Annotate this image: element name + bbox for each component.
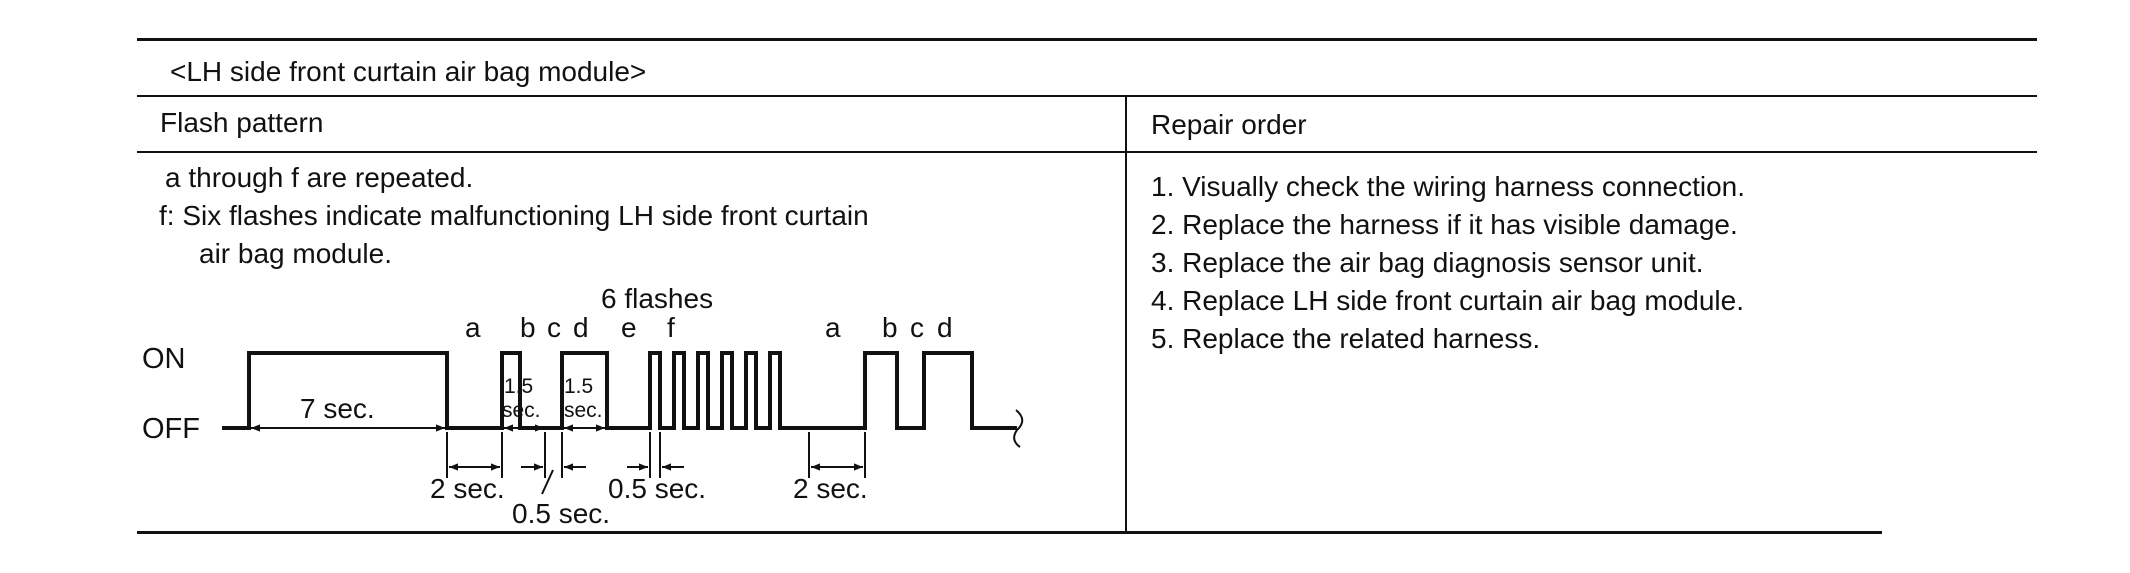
repair-order-list: 1. Visually check the wiring harness con… <box>1151 168 1745 358</box>
off-label: OFF <box>142 413 200 445</box>
table-title: <LH side front curtain air bag module> <box>170 56 647 87</box>
letter-e: e <box>621 312 637 343</box>
flash-description-line1: a through f are repeated. <box>165 162 474 193</box>
letter-a-repeat: a <box>825 312 841 343</box>
repair-step: 4. Replace LH side front curtain air bag… <box>1151 285 1744 316</box>
signal-waveform <box>222 351 1017 430</box>
letter-b: b <box>520 312 536 343</box>
flash-description-line3: air bag module. <box>199 238 393 269</box>
seven-sec-label: 7 sec. <box>300 393 375 424</box>
repair-step: 3. Replace the air bag diagnosis sensor … <box>1151 247 1704 278</box>
letter-c: c <box>547 312 561 343</box>
b-duration-bottom: sec. <box>502 399 541 422</box>
letter-a: a <box>465 312 481 343</box>
b-duration-top: 1.5 <box>504 375 533 398</box>
letter-d-repeat: d <box>937 312 953 343</box>
flash-pattern-header: Flash pattern <box>160 107 324 138</box>
header-divider <box>137 151 2037 153</box>
half-sec-label-2: 0.5 sec. <box>608 473 706 504</box>
two-sec-label-1: 2 sec. <box>430 473 505 504</box>
column-divider <box>1125 95 1127 532</box>
repair-step: 2. Replace the harness if it has visible… <box>1151 209 1738 240</box>
half-sec-leader <box>541 469 554 495</box>
repair-step: 5. Replace the related harness. <box>1151 323 1541 354</box>
top-rule <box>137 38 2037 41</box>
letter-d: d <box>573 312 589 343</box>
line-break-mark <box>1013 409 1024 448</box>
d-duration-bottom: sec. <box>564 399 603 422</box>
on-label: ON <box>142 343 186 375</box>
bottom-rule <box>137 531 1882 534</box>
title-divider <box>137 95 2037 97</box>
two-sec-label-2: 2 sec. <box>793 473 868 504</box>
letter-b-repeat: b <box>882 312 898 343</box>
letter-c-repeat: c <box>910 312 924 343</box>
letter-f: f <box>667 312 675 343</box>
repair-order-header: Repair order <box>1151 109 1307 140</box>
flash-description-line2: f: Six flashes indicate malfunctioning L… <box>159 200 869 231</box>
repair-step: 1. Visually check the wiring harness con… <box>1151 171 1746 202</box>
half-sec-label-1: 0.5 sec. <box>512 498 610 529</box>
d-duration-top: 1.5 <box>564 375 593 398</box>
six-flashes-label: 6 flashes <box>601 283 713 314</box>
